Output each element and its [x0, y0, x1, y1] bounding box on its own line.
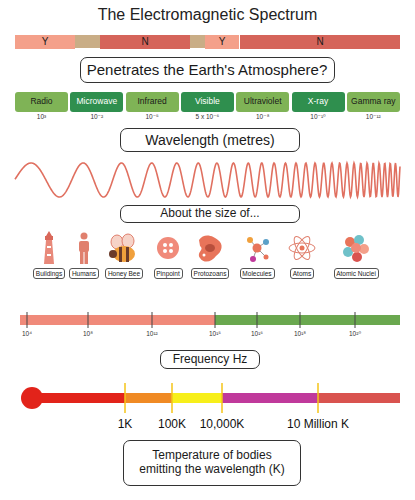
- heading-box: Frequency Hz: [160, 350, 260, 369]
- band-segment: Y: [205, 35, 239, 49]
- heading-box: Temperature of bodies emitting the wavel…: [123, 440, 301, 486]
- node-text: Ultraviolet: [244, 97, 282, 107]
- band-box: Radio: [15, 92, 68, 112]
- bee-icon: [109, 234, 135, 262]
- node-text: Infrared: [137, 97, 166, 107]
- human-icon: [79, 233, 89, 265]
- node-text: Penetrates the Earth's Atmosphere?: [87, 61, 328, 78]
- node-text: Atoms: [293, 270, 311, 277]
- tick-marks: [27, 312, 355, 328]
- node-text: Honey Bee: [108, 270, 140, 277]
- band-segment: N: [240, 35, 400, 49]
- frequency-tick: 10⁸: [83, 331, 93, 338]
- lighthouse-icon: [44, 231, 54, 264]
- band-segment: N: [100, 35, 190, 49]
- band-box: Microwave: [70, 92, 123, 112]
- node-text: N: [141, 36, 148, 48]
- temperature-value: 10 Million K: [287, 418, 349, 430]
- wavelength-value: 10⁻⁵: [145, 114, 158, 121]
- tick-marks: [125, 383, 318, 413]
- node-text: Y: [42, 36, 49, 48]
- size-label-box: Humans: [69, 268, 99, 279]
- size-label-box: Atoms: [290, 268, 314, 279]
- temperature-value: 10,000K: [200, 418, 245, 430]
- molecule-icon: [247, 237, 269, 262]
- wave-line: [15, 163, 400, 197]
- node-text: Humans: [72, 270, 96, 277]
- temperature-bar: [125, 393, 172, 403]
- frequency-bar: [20, 315, 215, 325]
- node-text: Y: [219, 36, 226, 48]
- temperature-bar: [172, 393, 222, 403]
- node-text: Molecules: [242, 270, 271, 277]
- temperature-bar: [222, 393, 318, 403]
- frequency-tick: 10¹²: [146, 331, 158, 338]
- size-label-box: Honey Bee: [105, 268, 143, 279]
- node-text: Wavelength (metres): [145, 132, 274, 148]
- size-label-box: Protozoans: [191, 268, 229, 279]
- temperature-value: 100K: [158, 418, 186, 430]
- node-text: About the size of...: [160, 207, 259, 221]
- wavelength-value: 10⁻²: [90, 114, 103, 121]
- bar-segment: [190, 35, 205, 48]
- frequency-bar: [215, 315, 400, 325]
- heading-box: Penetrates the Earth's Atmosphere?: [80, 57, 335, 83]
- wavelength-value: 10³: [37, 114, 46, 121]
- node-text: Gamma ray: [351, 97, 395, 107]
- node-text: Protozoans: [194, 270, 227, 277]
- band-box: Infrared: [126, 92, 179, 112]
- size-label-box: Pinpoint: [154, 268, 183, 279]
- wave: [15, 163, 400, 197]
- band-box: X-ray: [292, 92, 345, 112]
- title: The Electromagnetic Spectrum: [0, 6, 415, 24]
- node-text: Microwave: [76, 97, 117, 107]
- temperature-bar: [30, 393, 125, 403]
- wavelength-value: 10⁻¹²: [366, 114, 381, 121]
- size-label-box: Buildings: [33, 268, 65, 279]
- frequency-tick: 10¹⁸: [294, 331, 306, 338]
- frequency-tick: 10¹⁶: [251, 331, 263, 338]
- band-segment: Y: [15, 35, 75, 49]
- heading-box: Wavelength (metres): [120, 128, 300, 152]
- node-text: Frequency Hz: [173, 353, 248, 367]
- size-label-box: Atomic Nuclei: [334, 268, 379, 279]
- nucleus-icon: [343, 235, 369, 262]
- wavelength-value: 10⁻⁸: [256, 114, 269, 121]
- protozoan-icon: [199, 235, 222, 261]
- heading-box: About the size of...: [120, 205, 300, 223]
- node-text: Atomic Nuclei: [336, 270, 376, 277]
- frequency-tick: 10¹⁵: [209, 331, 221, 338]
- temperature-bulb: [21, 387, 43, 409]
- wavelength-value: 5 x 10⁻⁶: [195, 114, 219, 121]
- node-text: Buildings: [36, 270, 62, 277]
- node-text: Radio: [30, 97, 52, 107]
- band-box: Ultraviolet: [236, 92, 289, 112]
- bar-segment: [75, 35, 100, 48]
- size-label-box: Molecules: [240, 268, 275, 279]
- node-text: Visible: [195, 97, 220, 107]
- temperature-value: 1K: [118, 418, 133, 430]
- temperature-bar: [318, 393, 400, 403]
- atom-icon: [289, 234, 315, 262]
- band-box: Gamma ray: [347, 92, 400, 112]
- node-text: X-ray: [308, 97, 328, 107]
- node-text: N: [316, 36, 323, 48]
- node-text: Pinpoint: [156, 270, 180, 277]
- band-box: Visible: [181, 92, 234, 112]
- wavelength-value: 10⁻¹⁰: [310, 114, 325, 121]
- node-text: Temperature of bodies emitting the wavel…: [132, 449, 292, 477]
- frequency-tick: 10²⁰: [349, 331, 361, 338]
- pinpoint-icon: [157, 237, 179, 259]
- frequency-tick: 10⁴: [22, 331, 32, 338]
